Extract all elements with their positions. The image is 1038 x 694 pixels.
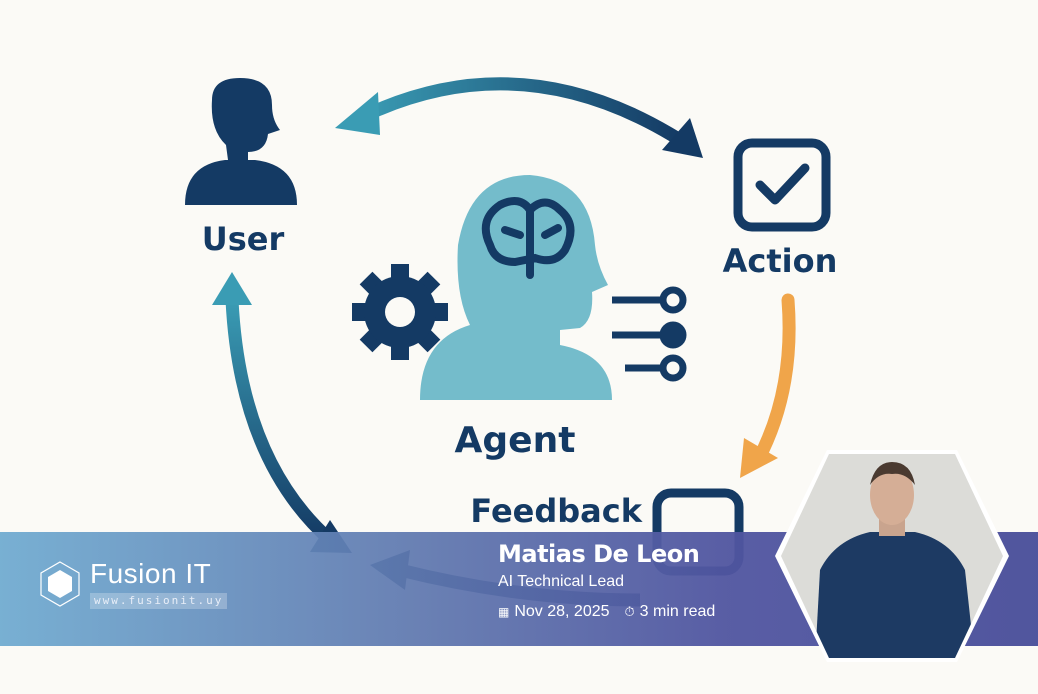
feedback-label: Feedback	[470, 492, 642, 530]
action-label: Action	[723, 242, 838, 280]
read-time: 3 min read	[639, 603, 716, 620]
arrow-user-action	[335, 77, 703, 158]
brand-name: Fusion IT	[90, 558, 212, 589]
arrow-feedback-user	[212, 272, 352, 553]
stopwatch-icon: ⏱	[624, 604, 635, 619]
author-name: Matias De Leon	[498, 540, 700, 568]
checkbox-icon	[733, 138, 831, 232]
user-icon	[185, 78, 297, 205]
user-label: User	[202, 220, 285, 258]
arrow-action-feedback	[740, 293, 796, 478]
brand-logo: Fusion IT www.fusionit.uy	[38, 558, 228, 609]
brain-icon	[481, 197, 575, 279]
author-role: AI Technical Lead	[498, 573, 625, 590]
agent-head-icon	[420, 175, 612, 400]
calendar-icon: ▦	[498, 605, 510, 619]
agent-label: Agent	[455, 420, 576, 461]
author-photo	[775, 450, 1009, 662]
hexagon-logo-icon	[40, 560, 80, 607]
gear-icon	[352, 264, 448, 360]
post-date: Nov 28, 2025	[514, 603, 610, 620]
brand-url: www.fusionit.uy	[90, 593, 228, 609]
sliders-icon	[612, 286, 687, 382]
